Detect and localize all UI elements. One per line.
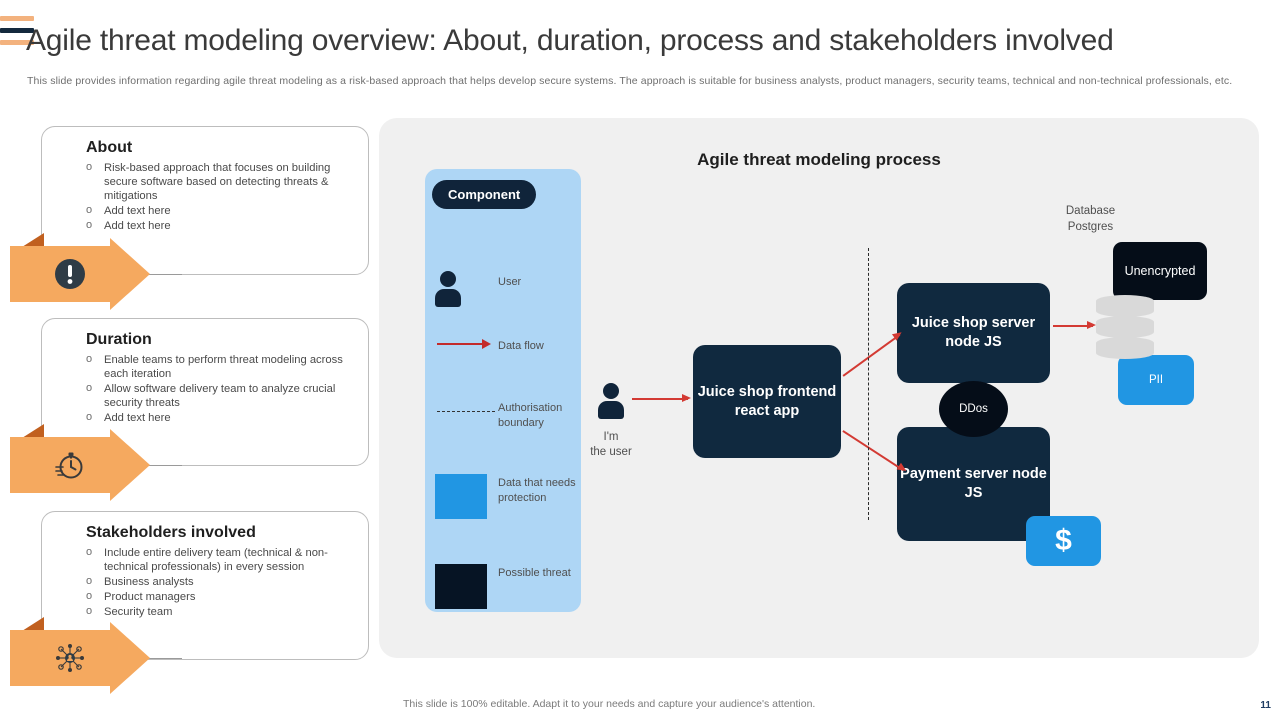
badge-stakeholders[interactable] [10, 617, 150, 694]
actor-label-line2: the user [590, 446, 632, 458]
red-arrow-icon [437, 339, 491, 349]
legend-item-label: Data flow [498, 340, 544, 352]
legend-item-label: Possible threat [498, 567, 571, 579]
badge-about[interactable] [10, 233, 150, 310]
legend-item-possible-threat: Possible threat [425, 564, 581, 616]
database-cylinder-icon [1096, 295, 1154, 363]
list-item: Add text here [86, 218, 354, 233]
connector-about [140, 274, 182, 275]
exclamation-icon [54, 258, 86, 290]
arrow-tail [22, 424, 44, 438]
blue-square-icon [435, 474, 487, 519]
legend-item-user: User [425, 271, 581, 325]
arrow-head [110, 238, 150, 310]
actor-user-icon [598, 383, 624, 419]
list-item: Add text here [86, 203, 354, 218]
card-about-list: Risk-based approach that focuses on buil… [42, 160, 368, 248]
network-nodes-icon [54, 642, 86, 674]
card-stakeholders-list: Include entire delivery team (technical … [42, 545, 368, 634]
legend-item-data-flow: Data flow [425, 339, 581, 359]
badge-ddos: DDos [939, 381, 1008, 437]
node-juice-shop-frontend[interactable]: Juice shop frontend react app [693, 345, 841, 458]
list-item: Security team [86, 604, 354, 619]
dashed-line-icon [437, 411, 495, 412]
legend-panel: Component User Data flow Authorisation b… [425, 169, 581, 612]
header-decoration [0, 16, 36, 52]
card-about[interactable]: About Risk-based approach that focuses o… [41, 126, 369, 275]
card-about-title: About [86, 139, 133, 156]
person-icon [435, 271, 461, 307]
database-label-line2: Postgres [1067, 221, 1114, 233]
connector-duration [140, 465, 182, 466]
badge-pii: PII [1118, 355, 1194, 405]
legend-item-label: Data that needs protection [498, 477, 576, 504]
badge-dollar: $ [1026, 516, 1101, 566]
arrow-user-to-frontend [632, 394, 691, 402]
deco-bar-orange-bottom [0, 40, 34, 45]
badge-duration[interactable] [10, 424, 150, 501]
arrow-head [110, 622, 150, 694]
arrow-tail [22, 617, 44, 631]
legend-component-pill: Component [432, 180, 537, 209]
page-title: Agile threat modeling overview: About, d… [26, 24, 1114, 57]
arrow-tail [22, 233, 44, 247]
node-juice-shop-server[interactable]: Juice shop server node JS [897, 283, 1050, 383]
footer-note: This slide is 100% editable. Adapt it to… [403, 698, 816, 710]
deco-bar-orange-top [0, 16, 34, 21]
actor-user-label: I'm the user [570, 430, 652, 460]
page-number: 11 [1260, 700, 1271, 711]
list-item: Enable teams to perform threat modeling … [86, 352, 354, 381]
card-stakeholders-title: Stakeholders involved [86, 524, 256, 541]
list-item: Allow software delivery team to analyze … [86, 381, 354, 410]
actor-label-line1: I'm [603, 431, 619, 443]
list-item: Product managers [86, 589, 354, 604]
legend-item-boundary: Authorisation boundary [425, 401, 581, 435]
arrow-server-to-database [1053, 321, 1096, 329]
black-square-icon [435, 564, 487, 609]
database-label: Database Postgres [1043, 203, 1138, 235]
card-duration-list: Enable teams to perform threat modeling … [42, 352, 368, 440]
card-duration[interactable]: Duration Enable teams to perform threat … [41, 318, 369, 466]
list-item: Add text here [86, 410, 354, 425]
list-item: Business analysts [86, 574, 354, 589]
deco-bar-navy [0, 28, 34, 33]
legend-item-label: Authorisation boundary [498, 402, 563, 429]
card-duration-title: Duration [86, 331, 152, 348]
diagram-title: Agile threat modeling process [697, 150, 941, 169]
node-payment-server[interactable]: Payment server node JS [897, 427, 1050, 541]
authorisation-boundary-line [868, 248, 869, 520]
list-item: Risk-based approach that focuses on buil… [86, 160, 354, 203]
list-item: Include entire delivery team (technical … [86, 545, 354, 574]
page-subtitle: This slide provides information regardin… [27, 75, 1233, 87]
badge-unencrypted: Unencrypted [1113, 242, 1207, 300]
connector-stakeholders [140, 658, 182, 659]
arrow-head [110, 429, 150, 501]
legend-item-label: User [498, 276, 522, 288]
legend-item-protected-data: Data that needs protection [425, 474, 581, 526]
stopwatch-icon [54, 449, 86, 481]
database-label-line1: Database [1065, 205, 1116, 217]
